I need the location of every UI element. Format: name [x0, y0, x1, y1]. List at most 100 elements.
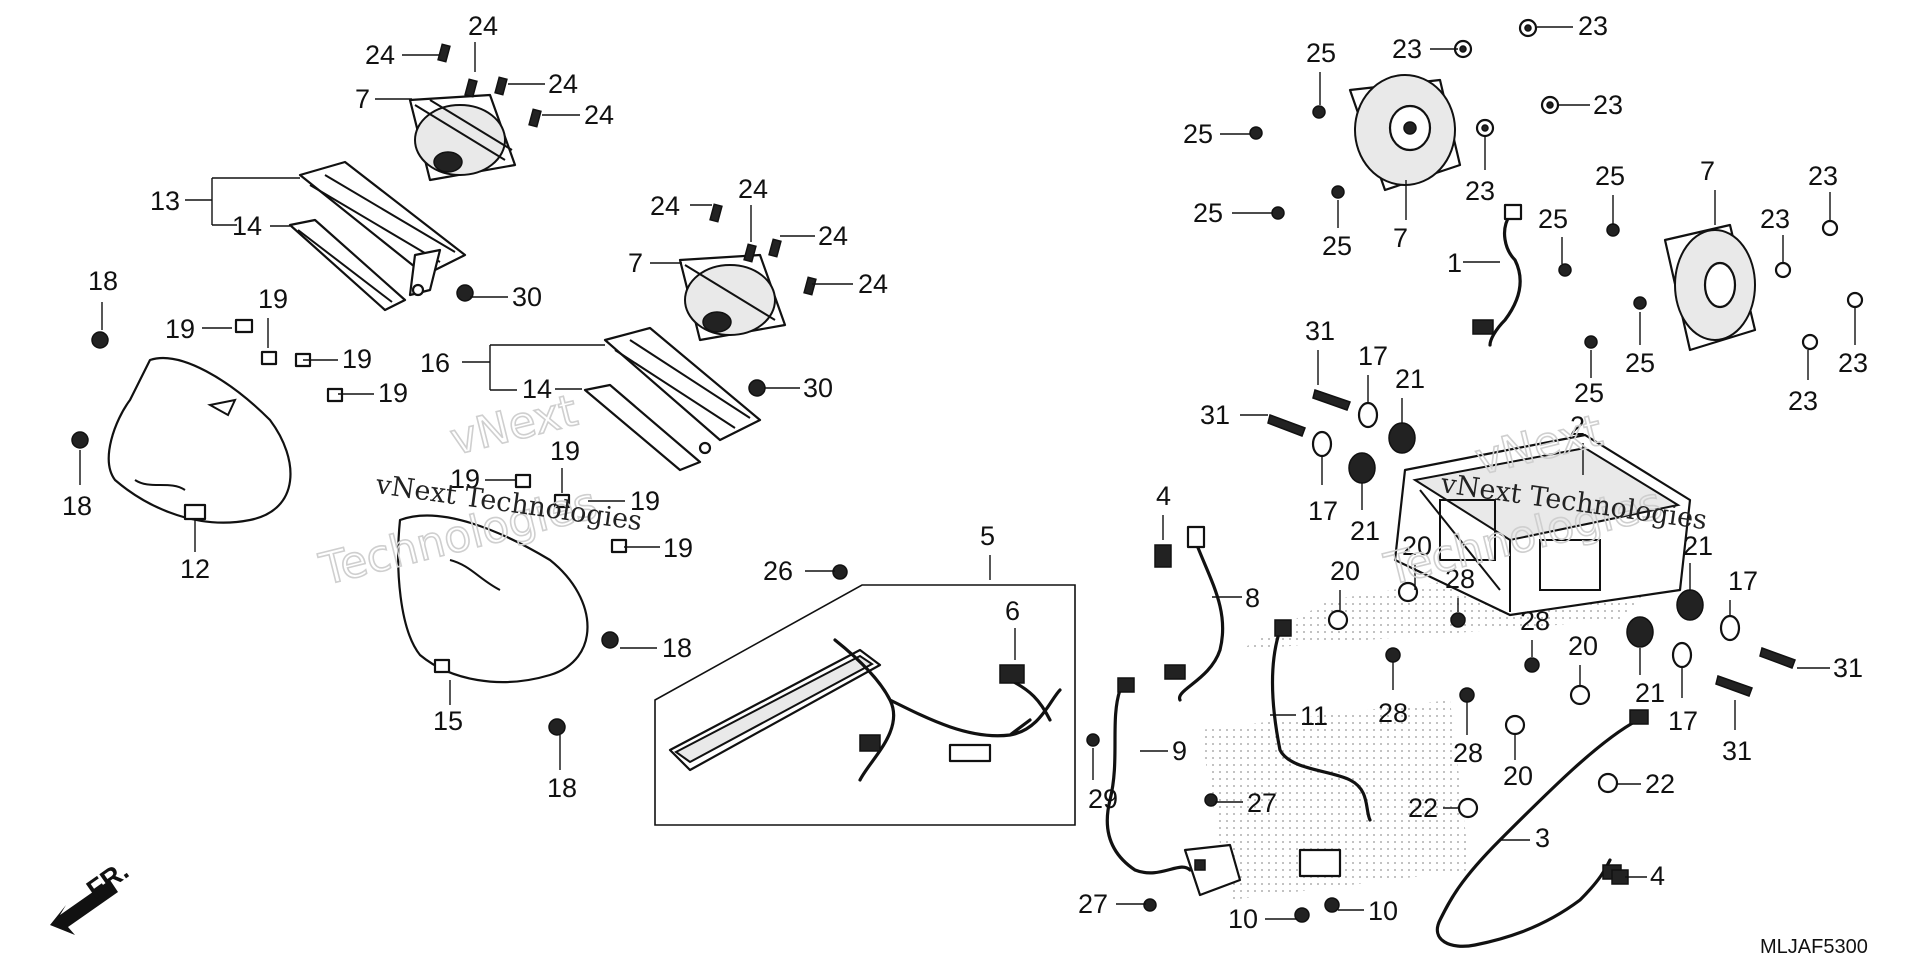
callout-c66: 17	[1308, 496, 1338, 526]
screw-10-a	[1294, 907, 1310, 923]
callout-c29: 15	[433, 706, 463, 736]
callout-c16: 24	[650, 191, 680, 221]
callout-c38: 11	[1300, 701, 1328, 731]
bolt-24-set-middle	[709, 203, 817, 296]
callout-c73: 28	[1378, 698, 1408, 728]
harness-8	[1178, 538, 1225, 702]
callout-c41: 10	[1228, 904, 1258, 934]
callout-c47: 25	[1183, 119, 1213, 149]
callout-c27: 19	[663, 533, 693, 563]
callout-c63: 31	[1200, 400, 1230, 430]
callout-c51: 23	[1465, 176, 1495, 206]
callout-c71: 28	[1445, 564, 1475, 594]
connector-9	[1117, 677, 1135, 693]
callout-c56: 23	[1808, 161, 1838, 191]
module-11	[1298, 848, 1342, 878]
stipple-area-2	[1200, 700, 1470, 900]
callout-c37: 29	[1088, 784, 1118, 814]
connector-6	[999, 664, 1025, 684]
callout-c10: 19	[165, 314, 195, 344]
callout-c9: 18	[88, 266, 118, 296]
cover-12	[107, 357, 292, 524]
callout-c67: 21	[1350, 516, 1380, 546]
callout-c53: 25	[1595, 161, 1625, 191]
cover-15	[397, 514, 589, 684]
callout-c24: 19	[450, 464, 480, 494]
callout-c60: 23	[1788, 386, 1818, 416]
callout-c43: 23	[1578, 11, 1608, 41]
connector-5a	[859, 734, 881, 752]
callout-c32: 26	[763, 556, 793, 586]
antenna-unit	[668, 648, 882, 772]
callout-c2: 24	[468, 11, 498, 41]
callout-c40: 27	[1078, 889, 1108, 919]
callout-c18: 24	[818, 221, 848, 251]
callout-c52: 1	[1447, 248, 1462, 278]
callout-c35: 8	[1245, 583, 1260, 613]
callout-c58: 25	[1625, 348, 1655, 378]
callout-c1: 24	[365, 40, 395, 70]
callout-c30: 18	[547, 773, 577, 803]
callout-c5: 7	[355, 84, 370, 114]
callout-c46: 25	[1306, 38, 1336, 68]
nut-30-middle	[748, 379, 766, 397]
callout-c62: 31	[1305, 316, 1335, 346]
callout-c83: 22	[1408, 793, 1438, 823]
callout-c42: 10	[1368, 896, 1398, 926]
filter-5	[948, 743, 992, 763]
front-arrow-icon	[50, 880, 118, 935]
bracket-16	[603, 326, 762, 455]
box-5	[654, 584, 1076, 826]
screw-27-lower	[1143, 898, 1157, 912]
gasket-14-upper	[288, 218, 407, 312]
bolt-24-set-upper	[437, 43, 542, 128]
callout-c84: 22	[1645, 769, 1675, 799]
nut-30-upper	[456, 284, 474, 302]
callout-c6: 13	[150, 186, 180, 216]
callout-c45: 23	[1593, 90, 1623, 120]
gasket-14-middle	[583, 383, 702, 472]
callout-c25: 19	[550, 436, 580, 466]
callout-c26: 19	[630, 486, 660, 516]
callout-c48: 25	[1193, 198, 1223, 228]
callout-c69: 20	[1402, 531, 1432, 561]
callout-c55: 7	[1700, 156, 1715, 186]
callout-c14: 18	[62, 491, 92, 521]
callout-c31: 5	[980, 521, 995, 551]
cable-1	[1472, 203, 1523, 347]
callout-c8: 30	[512, 282, 542, 312]
callout-c82: 20	[1503, 761, 1533, 791]
callout-c74: 20	[1568, 631, 1598, 661]
harness-9	[1105, 688, 1192, 875]
bolt-18-set	[71, 331, 619, 736]
harness-6	[833, 638, 1062, 782]
callout-c61: 23	[1838, 348, 1868, 378]
callout-c64: 17	[1358, 341, 1388, 371]
callout-c36: 9	[1172, 736, 1187, 766]
speaker-7-middle	[678, 253, 787, 342]
callout-labels: 2424242471314301819191919181224242472416…	[62, 11, 1868, 934]
clip-28-set	[1385, 612, 1540, 703]
callout-c17: 24	[738, 174, 768, 204]
speaker-7-right	[1663, 223, 1757, 352]
callout-c4: 24	[584, 100, 614, 130]
bolt-31-set	[1267, 389, 1796, 697]
clamp-22-set	[1457, 772, 1619, 819]
callout-c21: 16	[420, 348, 450, 378]
screw-27-upper	[1204, 793, 1218, 807]
bolt-29	[1086, 733, 1100, 747]
callout-c20: 24	[858, 269, 888, 299]
bolt-25-set	[1249, 105, 1647, 349]
callout-c3: 24	[548, 69, 578, 99]
amplifier-2	[1393, 433, 1692, 617]
callout-c39: 27	[1247, 788, 1277, 818]
callout-c12: 19	[342, 344, 372, 374]
harness-11	[1270, 628, 1372, 822]
callout-c19: 7	[628, 248, 643, 278]
callout-c49: 25	[1322, 231, 1352, 261]
callout-c68: 2	[1570, 411, 1585, 441]
callout-c44: 23	[1392, 34, 1422, 64]
callout-c80: 31	[1833, 653, 1863, 683]
callout-c13: 19	[378, 378, 408, 408]
callout-c72: 28	[1520, 606, 1550, 636]
